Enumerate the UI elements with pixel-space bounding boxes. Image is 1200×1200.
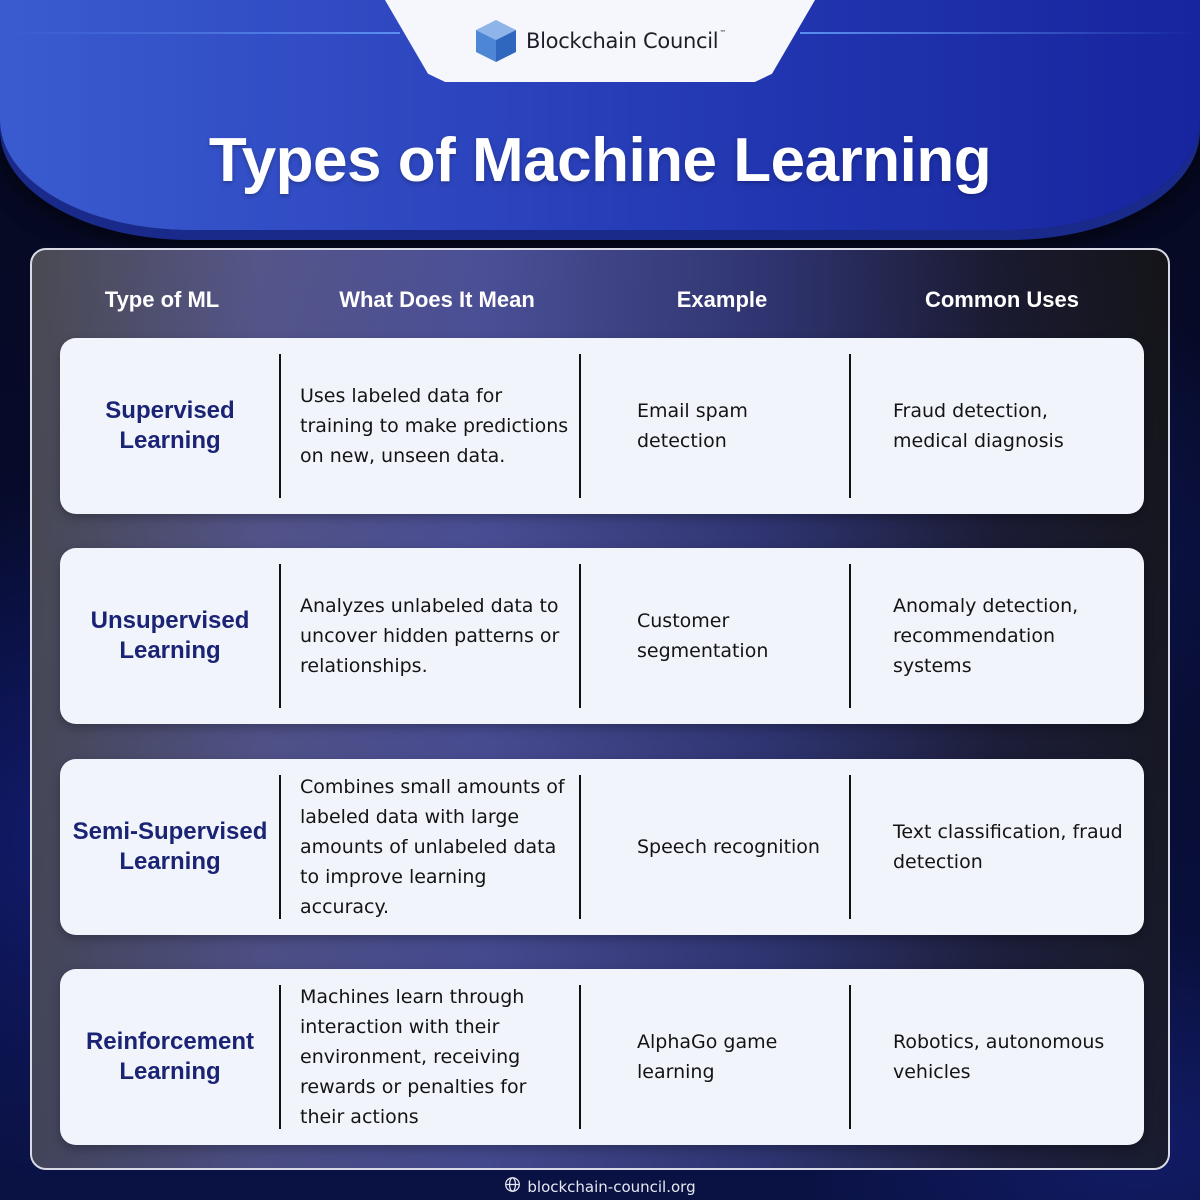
header-type: Type of ML xyxy=(104,287,220,312)
column-divider xyxy=(279,354,281,498)
meaning-cell: Analyzes unlabeled data to uncover hidde… xyxy=(300,595,560,677)
ml-types-table: Type of ML What Does It Mean Example Com… xyxy=(30,248,1170,1170)
example-cell: Speech recognition xyxy=(637,836,820,858)
column-divider xyxy=(579,985,581,1129)
uses-cell: Anomaly detection, recommendation system… xyxy=(893,595,1079,677)
table-row-reinforcement: Reinforcement Learning Machines learn th… xyxy=(60,969,1144,1145)
type-cell: Unsupervised Learning xyxy=(90,607,250,664)
uses-cell: Text classification, fraud detection xyxy=(893,821,1123,873)
column-divider xyxy=(279,775,281,919)
cube-icon xyxy=(474,18,518,64)
column-divider xyxy=(579,775,581,919)
header-uses: Common Uses xyxy=(924,287,1080,312)
uses-cell: Fraud detection, medical diagnosis xyxy=(893,400,1064,452)
page-title: Types of Machine Learning xyxy=(208,126,992,195)
column-divider xyxy=(279,985,281,1129)
example-cell: Email spam detection xyxy=(637,400,748,452)
meaning-cell: Machines learn through interaction with … xyxy=(300,986,527,1128)
column-divider xyxy=(279,564,281,708)
column-divider xyxy=(849,775,851,919)
column-divider xyxy=(579,354,581,498)
example-cell: Customer segmentation xyxy=(637,610,769,662)
globe-icon xyxy=(504,1176,521,1197)
header-example: Example xyxy=(676,287,768,312)
meaning-cell: Combines small amounts of labeled data w… xyxy=(300,776,565,918)
website-footer[interactable]: blockchain-council.org xyxy=(0,1176,1200,1197)
table-header: Type of ML What Does It Mean Example Com… xyxy=(32,250,1168,350)
header-meaning: What Does It Mean xyxy=(339,287,535,312)
column-divider xyxy=(849,985,851,1129)
table-row-unsupervised: Unsupervised Learning Analyzes unlabeled… xyxy=(60,548,1144,724)
type-cell: Semi-Supervised Learning xyxy=(72,818,268,875)
table-row-semi-supervised: Semi-Supervised Learning Combines small … xyxy=(60,759,1144,935)
brand-name: Blockchain Council™ xyxy=(526,29,726,53)
brand-logo: Blockchain Council™ xyxy=(385,0,815,82)
column-divider xyxy=(849,354,851,498)
column-divider xyxy=(849,564,851,708)
type-cell: Supervised Learning xyxy=(105,397,235,454)
example-cell: AlphaGo game learning xyxy=(637,1031,778,1083)
banner-decorative-line-right xyxy=(800,32,1200,34)
meaning-cell: Uses labeled data for training to make p… xyxy=(300,385,569,467)
table-row-supervised: Supervised Learning Uses labeled data fo… xyxy=(60,338,1144,514)
banner-decorative-line-left xyxy=(0,32,400,34)
column-divider xyxy=(579,564,581,708)
type-cell: Reinforcement Learning xyxy=(85,1028,255,1085)
website-link[interactable]: blockchain-council.org xyxy=(527,1177,696,1196)
uses-cell: Robotics, autonomous vehicles xyxy=(893,1031,1105,1083)
